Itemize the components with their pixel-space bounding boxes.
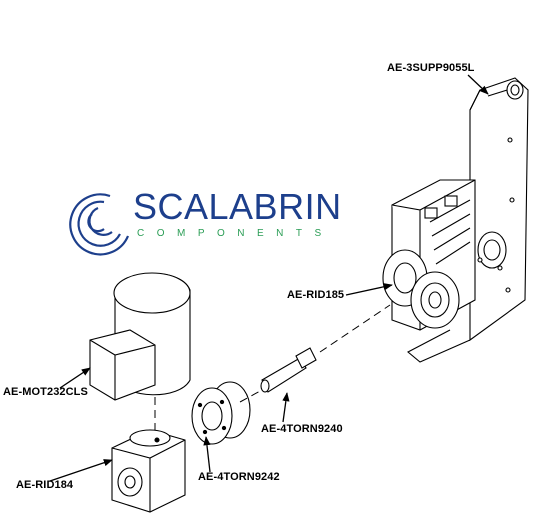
leader-arrows	[49, 74, 489, 482]
part-label-torn9242: AE-4TORN9242	[198, 471, 280, 483]
torn9242-flange	[191, 381, 251, 445]
support-bracket	[407, 77, 529, 363]
assembly-axis-lines	[154, 304, 391, 430]
scalabrin-logo-mark	[69, 193, 130, 256]
logo-wordmark: SCALABRIN	[133, 186, 342, 227]
motor	[89, 272, 191, 401]
logo-tagline: COMPONENTS	[137, 228, 334, 239]
torn9240-shaft	[260, 347, 317, 393]
part-label-torn9240: AE-4TORN9240	[261, 423, 343, 435]
part-label-mot: AE-MOT232CLS	[3, 386, 88, 398]
rid184-reducer	[111, 429, 186, 513]
part-label-supp: AE-3SUPP9055L	[387, 62, 475, 74]
part-label-rid185: AE-RID185	[287, 289, 345, 301]
rid185-ring	[382, 249, 460, 329]
part-label-rid184: AE-RID184	[16, 479, 74, 491]
